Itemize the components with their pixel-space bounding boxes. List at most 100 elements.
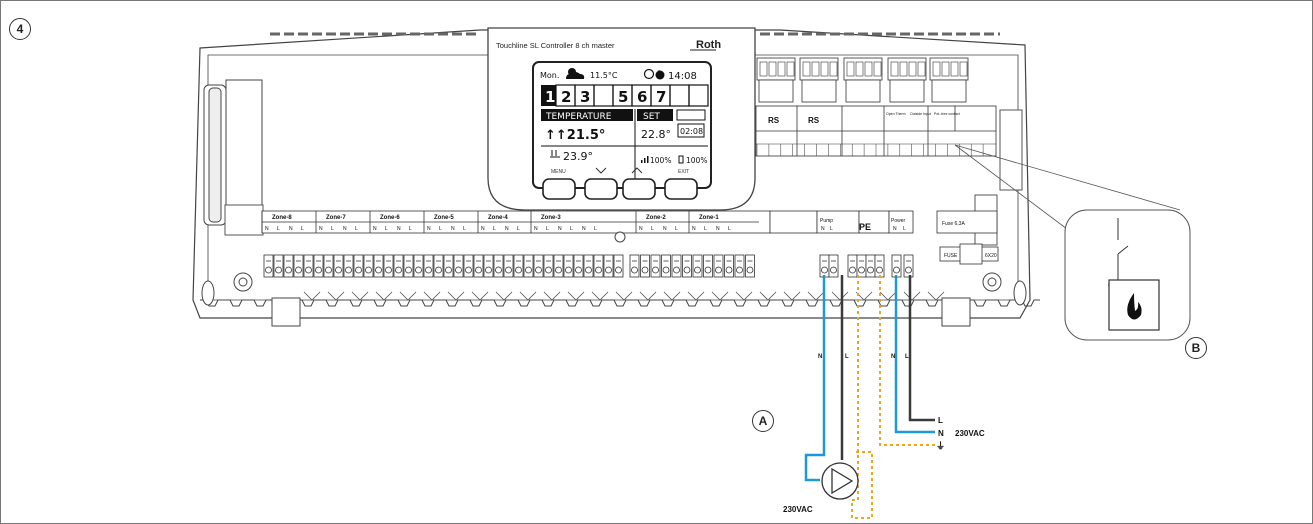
screw-head bbox=[746, 266, 754, 274]
wire-label-l2: L bbox=[905, 354, 909, 360]
clamp-chevron bbox=[807, 291, 825, 301]
terminal-screw bbox=[473, 254, 484, 278]
connector-housing bbox=[931, 79, 967, 103]
terminal-screw bbox=[313, 254, 324, 278]
terminal-screw bbox=[293, 254, 304, 278]
screw-head bbox=[265, 266, 272, 274]
clamp-chevron bbox=[591, 291, 609, 301]
floor-heating-icon bbox=[550, 150, 560, 158]
down-button[interactable] bbox=[584, 178, 618, 200]
terminal-screw bbox=[819, 254, 830, 278]
clamp-chevron bbox=[687, 291, 705, 301]
connector-pin bbox=[873, 61, 882, 77]
screw-head bbox=[315, 266, 322, 274]
zone-pin-label: L bbox=[385, 226, 388, 232]
screw-head bbox=[615, 266, 622, 274]
terminal-screw bbox=[629, 254, 640, 278]
screw-head bbox=[694, 266, 701, 274]
terminal-screw bbox=[323, 254, 334, 278]
zone-pin-label: N bbox=[427, 226, 431, 232]
zone-pin-label: N bbox=[558, 226, 562, 232]
screw-head bbox=[652, 266, 659, 274]
screw-head bbox=[876, 266, 883, 274]
outside-input-label: Outside Input bbox=[910, 112, 931, 116]
screw-head bbox=[673, 266, 680, 274]
clamp-chevron bbox=[663, 291, 681, 301]
flame-icon bbox=[1127, 293, 1142, 320]
terminal-screw bbox=[682, 254, 692, 278]
exit-button[interactable] bbox=[664, 178, 698, 200]
callout-b: B bbox=[1185, 337, 1207, 359]
terminal-screw bbox=[573, 254, 584, 278]
screw-head bbox=[821, 266, 828, 274]
screw-head bbox=[849, 266, 856, 274]
lcd-zone-active bbox=[541, 85, 556, 106]
screw-head bbox=[605, 266, 612, 274]
connector-pin bbox=[820, 61, 829, 77]
screw-head bbox=[335, 266, 342, 274]
partly-cloudy-icon bbox=[566, 68, 585, 79]
screw-head bbox=[405, 266, 412, 274]
clamp-chevron bbox=[639, 291, 657, 301]
screw-head bbox=[425, 266, 432, 274]
terminal-screw bbox=[533, 254, 544, 278]
zone-pin-label: N bbox=[663, 226, 667, 232]
screw-head bbox=[415, 266, 422, 274]
screw-head bbox=[858, 266, 865, 274]
exit-button-label: EXIT bbox=[678, 169, 689, 175]
connector-pin bbox=[890, 61, 899, 77]
terminal-screw bbox=[613, 254, 624, 278]
clamp-chevron bbox=[711, 291, 729, 301]
zone-pin-label: N bbox=[373, 226, 377, 232]
connector-pin bbox=[932, 61, 941, 77]
pump-earth-wire bbox=[851, 275, 873, 519]
screw-head bbox=[595, 266, 602, 274]
zone-label: Zone-5 bbox=[434, 215, 454, 221]
zone-pin-label: L bbox=[704, 226, 707, 232]
wire-label-n: N bbox=[818, 354, 822, 360]
connector-pin bbox=[811, 61, 820, 77]
mains-live-wire bbox=[908, 275, 935, 422]
chevron-down-icon bbox=[595, 167, 607, 174]
connector-pin bbox=[759, 61, 768, 77]
callout-a: A bbox=[752, 410, 774, 432]
connector-pin bbox=[786, 61, 795, 77]
screw-head bbox=[445, 266, 452, 274]
sensor-cells bbox=[756, 143, 996, 156]
zone-label: Zone-8 bbox=[272, 215, 292, 221]
wire-label-n2: N bbox=[891, 354, 895, 360]
terminal-screw bbox=[734, 254, 745, 278]
lcd-zone-1: 1 bbox=[545, 88, 555, 106]
clamp-chevron bbox=[615, 291, 633, 301]
terminal-screw bbox=[373, 254, 384, 278]
pe-label: PE bbox=[859, 222, 871, 232]
lcd-temperature-label-bg bbox=[541, 109, 633, 121]
lcd-floor-temp: 23.9° bbox=[563, 150, 593, 163]
connector-housing bbox=[845, 79, 881, 103]
terminal-screw bbox=[828, 254, 839, 278]
clamp-chevron bbox=[567, 291, 585, 301]
mains-pe-label: ⏚ bbox=[936, 441, 945, 451]
connector-pin bbox=[941, 61, 950, 77]
lcd-zone-3: 3 bbox=[580, 88, 590, 106]
screw-head bbox=[715, 266, 722, 274]
screw-head bbox=[295, 266, 302, 274]
zone-pin-label: L bbox=[463, 226, 466, 232]
screw-head bbox=[275, 266, 282, 274]
terminal-screw bbox=[493, 254, 504, 278]
zone-pin-label: L bbox=[355, 226, 358, 232]
clamp-chevron bbox=[903, 291, 921, 301]
mains-n-label: N bbox=[938, 429, 944, 438]
zone-label: Zone-1 bbox=[699, 215, 719, 221]
screw-head bbox=[905, 266, 912, 274]
connector-pin bbox=[802, 61, 811, 77]
up-button[interactable] bbox=[622, 178, 656, 200]
lcd-day: Mon. bbox=[540, 71, 559, 80]
signal-icon bbox=[641, 156, 649, 163]
menu-button[interactable] bbox=[542, 178, 576, 200]
screw-head bbox=[365, 266, 372, 274]
pin-label: N bbox=[893, 226, 897, 232]
connector-pin bbox=[864, 61, 873, 77]
clock-icon bbox=[655, 70, 665, 80]
